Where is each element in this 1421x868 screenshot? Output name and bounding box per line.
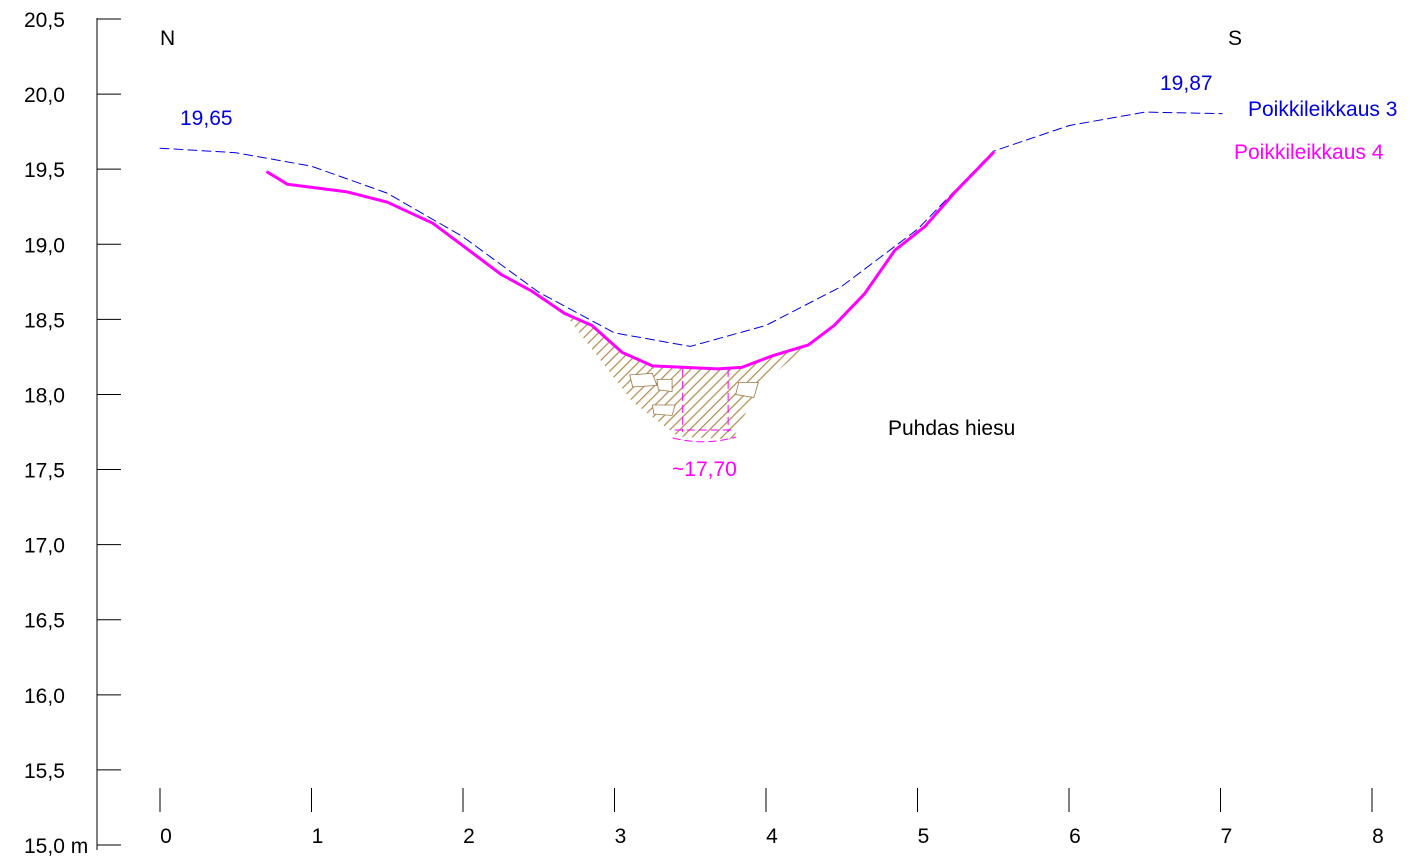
y-axis: 15,0 m 15,5 16,0 16,5 17,0 17,5 18,0 18,5 19,0 19… xyxy=(24,9,121,858)
series xyxy=(159,111,1223,371)
legend-entry-section-3: Poikkileikkaus 3 xyxy=(1248,98,1397,121)
x-tick-label: 3 xyxy=(615,825,627,848)
y-tick-label: 20,0 xyxy=(24,84,65,107)
y-tick-label: 20,5 xyxy=(24,9,65,32)
y-tick-label: 15,0 m xyxy=(24,835,88,858)
legend-entry-section-4: Poikkileikkaus 4 xyxy=(1234,141,1384,164)
trench-backfill xyxy=(564,313,809,440)
pipe-bottom xyxy=(672,436,737,443)
y-tick-label: 18,0 xyxy=(24,384,65,407)
x-tick-label: 2 xyxy=(463,825,475,848)
y-tick-label: 18,5 xyxy=(24,309,65,332)
y-tick-label: 15,5 xyxy=(24,760,65,783)
x-tick-label: 6 xyxy=(1069,825,1081,848)
annotation-soil-type: Puhdas hiesu xyxy=(888,417,1015,440)
x-tick-label: 0 xyxy=(160,825,172,848)
x-ticks: 0 1 2 3 4 5 6 7 8 xyxy=(159,788,1384,848)
x-tick-label: 5 xyxy=(918,825,930,848)
x-tick-label: 4 xyxy=(766,825,778,848)
annotation-left-elevation: 19,65 xyxy=(180,107,233,130)
pipe xyxy=(672,368,737,443)
annotation-right-elevation: 19,87 xyxy=(1160,72,1213,95)
series-line-section-4 xyxy=(266,151,995,371)
series-line-section-3 xyxy=(159,111,1221,347)
y-tick-label: 19,0 xyxy=(24,234,65,257)
x-tick-label: 7 xyxy=(1221,825,1233,848)
y-tick-label: 17,0 xyxy=(24,535,65,558)
annotation-pipe-bottom: ~17,70 xyxy=(672,458,737,481)
x-tick-label: 1 xyxy=(312,825,324,848)
y-tick-label: 19,5 xyxy=(24,159,65,182)
x-tick-label: 8 xyxy=(1372,825,1384,848)
stone-shape xyxy=(656,378,673,392)
south-label: S xyxy=(1228,27,1242,50)
stone-shape xyxy=(735,381,759,398)
y-tick-label: 16,5 xyxy=(24,610,65,633)
stone-shape xyxy=(651,404,676,416)
stone-shape xyxy=(629,372,658,388)
y-tick-label: 16,0 xyxy=(24,685,65,708)
backfill-area xyxy=(564,313,809,440)
north-label: N xyxy=(160,27,175,50)
y-tick-label: 17,5 xyxy=(24,460,65,483)
y-ticks: 15,0 m 15,5 16,0 16,5 17,0 17,5 18,0 18,5 19,0 19… xyxy=(24,9,121,858)
